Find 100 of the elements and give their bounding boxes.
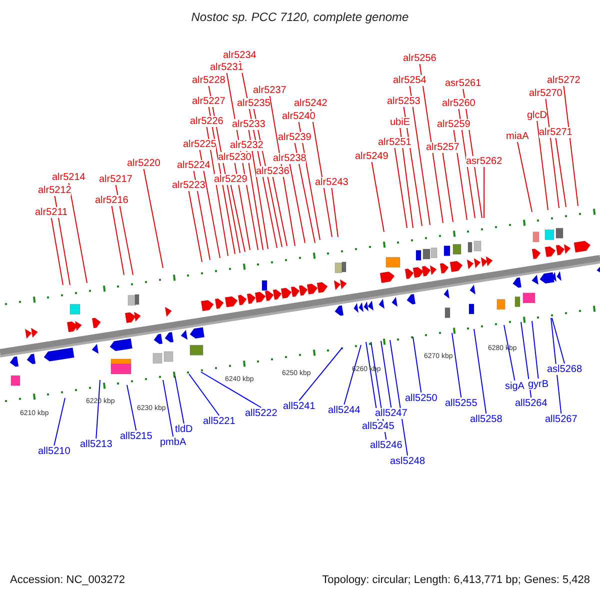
gene-label: alr5272 [547, 74, 580, 86]
gene-label: alr5234 [223, 50, 256, 60]
gene-label: alr5271 [539, 126, 572, 138]
leader-line [50, 217, 64, 286]
gene-label: asr5262 [466, 156, 502, 166]
gene-label: glcD [527, 110, 548, 120]
gene-label: all5255 [445, 398, 478, 408]
leader-line [516, 141, 532, 212]
gene-label: miaA [506, 130, 529, 142]
gene-label: all5222 [245, 408, 278, 418]
leader-line [269, 95, 296, 246]
leader-line [453, 129, 468, 220]
leader-line [550, 318, 562, 414]
leader-line [380, 340, 392, 408]
gene-label: alr5230 [218, 152, 252, 162]
leader-line [442, 152, 454, 222]
gene-label: asl5268 [547, 364, 582, 374]
leader-line [298, 121, 320, 240]
leader-line [200, 372, 262, 408]
gene-label: alr5223 [172, 180, 206, 190]
leader-line [162, 380, 174, 437]
leader-line [174, 376, 184, 424]
leader-line [294, 142, 316, 244]
gene-label: pmbA [160, 436, 186, 448]
leader-line [563, 85, 578, 206]
leader-line [536, 120, 548, 210]
leader-line [552, 318, 566, 364]
leader-line [371, 161, 384, 232]
gene-label: all5267 [545, 414, 578, 424]
gene-label: gyrB [528, 378, 549, 390]
gene-label: sigA [505, 380, 524, 392]
gene-label: alr5254 [393, 74, 426, 86]
leader-line [111, 205, 124, 276]
gene-label: alr5238 [273, 152, 306, 164]
leader-line [68, 182, 88, 284]
leader-line [54, 195, 70, 286]
footer-text: Topology: circular; Length: 6,413,771 bp; Genes: 5,428 [322, 574, 590, 586]
gene-label: all5246 [370, 440, 402, 450]
gene-label: alr5233 [232, 118, 266, 130]
gene-label: alr5249 [355, 150, 388, 162]
gene-label: alr5224 [177, 160, 210, 170]
leader-line [96, 380, 100, 439]
gene-label: alr5225 [183, 138, 216, 150]
leader-line [452, 332, 462, 398]
gene-label: alr5211 [35, 206, 68, 218]
gene-label: all5221 [203, 416, 236, 426]
title: Nostoc sp. PCC 7120, complete genome [191, 12, 409, 22]
gene-label: alr5228 [192, 74, 226, 86]
leader-line [54, 398, 66, 446]
leader-line [143, 168, 164, 268]
gene-label: all5250 [405, 392, 438, 404]
gene-label: alr5242 [294, 98, 328, 108]
gene-label: all5245 [362, 420, 394, 432]
gene-label: alr5229 [214, 174, 248, 184]
leader-line [484, 166, 485, 218]
gene-label: all5258 [470, 414, 502, 424]
gene-label: alr5237 [253, 84, 286, 96]
leader-line [193, 170, 210, 260]
leader-line [520, 322, 532, 398]
gene-label: asr5261 [445, 78, 482, 88]
leader-line [344, 344, 362, 405]
gene-label: alr5231 [210, 62, 244, 72]
leader-line [409, 85, 430, 226]
gene-label: all5210 [38, 446, 70, 456]
leader-line [545, 98, 560, 208]
leader-line [504, 324, 516, 381]
gene-label: ubiE [390, 116, 410, 128]
leader-line [230, 184, 246, 252]
leader-line [532, 320, 539, 379]
gene-label: alr5251 [378, 136, 412, 148]
gene-label: asl5248 [390, 456, 426, 466]
leader-line [289, 163, 306, 244]
gene-label: alr5256 [403, 52, 436, 64]
gene-label: alr5236 [256, 166, 290, 176]
gene-label: alr5232 [230, 140, 264, 150]
gene-label: alr5253 [387, 96, 420, 106]
leader-line [419, 63, 444, 224]
leader-line [474, 328, 487, 414]
gene-label: alr5220 [127, 158, 160, 168]
gene-label: alr5259 [437, 118, 470, 130]
gene-label: all5244 [328, 404, 360, 416]
leader-line [188, 190, 202, 262]
leader-line [246, 150, 264, 250]
gene-label: alr5257 [426, 142, 460, 152]
leader-line [331, 187, 338, 238]
gene-label: alr5235 [237, 98, 270, 108]
gene-label: alr5260 [442, 98, 476, 108]
gene-label: all5241 [283, 400, 316, 412]
leader-line [199, 149, 220, 258]
leader-line [400, 127, 414, 228]
leader-line [272, 176, 288, 246]
leader-line [412, 336, 422, 393]
gene-label: tldD [175, 424, 193, 434]
leader-line [555, 137, 566, 208]
gene-label: alr5212 [38, 184, 72, 196]
gene-label: all5264 [515, 398, 548, 408]
leader-line [403, 106, 422, 226]
gene-label: alr5240 [282, 110, 316, 122]
leader-line [188, 374, 220, 416]
leader-line [115, 184, 134, 276]
